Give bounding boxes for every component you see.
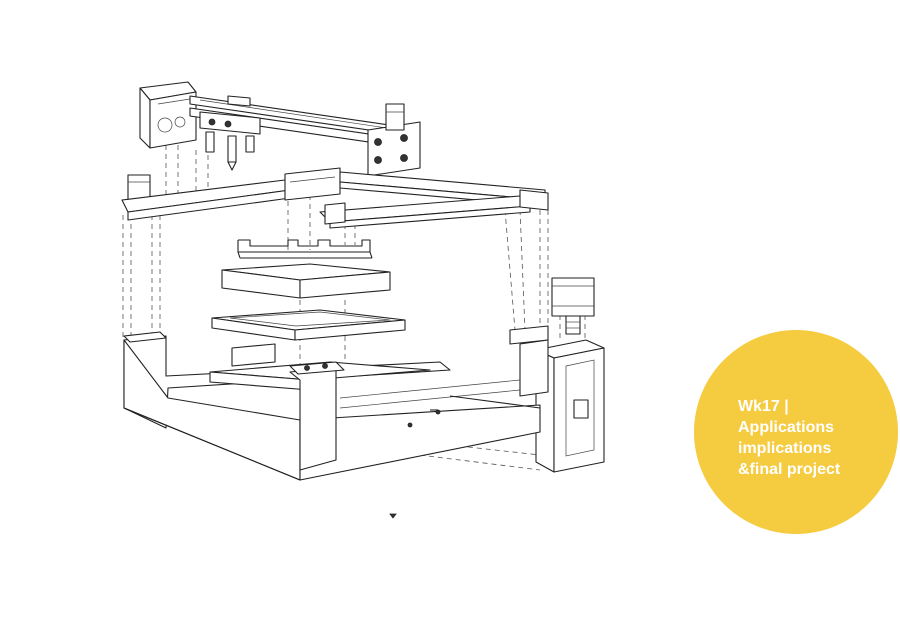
badge-line-4: &final project bbox=[738, 461, 841, 478]
z-axis-housing bbox=[535, 339, 605, 473]
cursor-mark-icon bbox=[389, 513, 397, 519]
badge-line-1: Wk17 | bbox=[738, 398, 789, 415]
week-badge-title: Wk17 | Applications implications &final … bbox=[738, 396, 878, 480]
machine-base bbox=[123, 325, 549, 481]
z-axis-motor bbox=[551, 277, 595, 335]
week-badge-circle bbox=[694, 330, 898, 534]
lower-frame-plate bbox=[211, 309, 406, 341]
upper-tray bbox=[221, 263, 391, 299]
middle-gantry-frame bbox=[121, 167, 549, 229]
badge-line-2: Applications bbox=[738, 419, 835, 436]
badge-line-3: implications bbox=[738, 440, 832, 457]
upper-bracket bbox=[237, 239, 373, 259]
top-right-motor-mount bbox=[367, 103, 421, 177]
